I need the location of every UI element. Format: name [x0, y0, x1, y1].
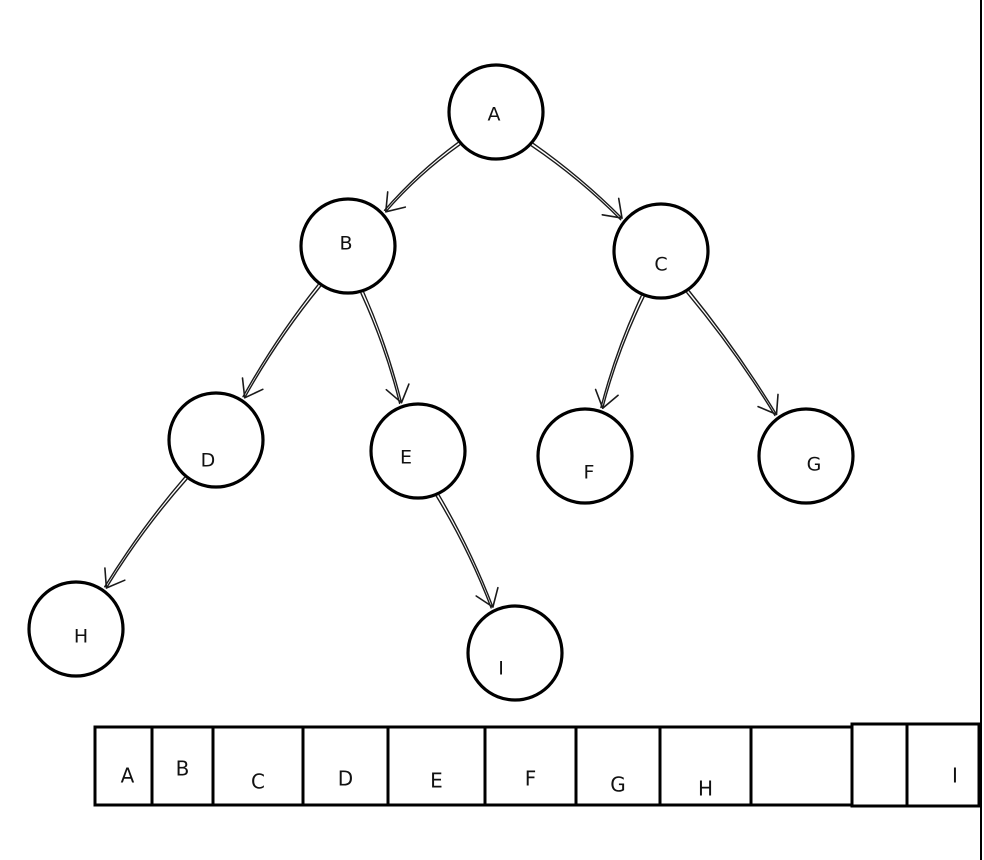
node-label: B	[339, 233, 352, 255]
node-label: D	[201, 450, 216, 472]
arrowhead-icon	[385, 383, 410, 404]
array-cell-1: B	[150, 725, 215, 807]
array-storage: A B C D E F G H I	[93, 722, 981, 808]
arrowhead-icon	[601, 197, 623, 219]
array-cell-0: A	[93, 725, 154, 807]
tree-node-a: A	[447, 63, 545, 161]
arrowhead-icon	[385, 191, 407, 213]
tree-node-e: E	[369, 402, 467, 500]
array-cell-label: H	[698, 777, 713, 801]
arrowhead-icon	[104, 567, 126, 589]
array-cell-box	[850, 722, 909, 808]
edges-layer	[104, 142, 779, 609]
array-cell-4: E	[386, 725, 487, 807]
array-cell-8	[749, 725, 854, 807]
node-label: A	[488, 104, 501, 126]
arrowhead-icon	[757, 393, 779, 416]
node-circle	[299, 197, 397, 295]
nodes-layer: A B C D E F G H I	[27, 63, 855, 702]
arrowhead-icon	[241, 377, 264, 399]
array-cell-7: H	[658, 725, 753, 807]
array-cell-10: I	[905, 722, 981, 808]
node-label: H	[74, 626, 88, 648]
node-label: E	[400, 447, 412, 469]
array-cell-label: I	[952, 764, 958, 788]
edge-b-e	[360, 291, 410, 405]
array-cell-2: C	[211, 725, 305, 807]
tree-node-i: I	[466, 604, 564, 702]
array-cell-label: A	[121, 764, 135, 788]
array-cell-9	[850, 722, 909, 808]
edge-a-c	[530, 142, 623, 221]
node-circle	[536, 407, 634, 505]
array-cell-box	[574, 725, 662, 807]
node-circle	[369, 402, 467, 500]
array-cell-box	[211, 725, 305, 807]
edge-a-b	[383, 142, 461, 213]
array-cell-box	[905, 722, 981, 808]
node-label: C	[654, 254, 667, 276]
node-label: F	[584, 462, 595, 484]
array-cell-box	[93, 725, 154, 807]
tree-node-f: F	[536, 407, 634, 505]
edge-c-f	[594, 295, 645, 409]
arrowhead-icon	[475, 586, 499, 608]
array-cell-label: G	[610, 773, 626, 797]
array-cell-box	[658, 725, 753, 807]
array-cell-label: B	[176, 757, 190, 781]
tree-node-b: B	[299, 197, 397, 295]
tree-node-h: H	[27, 580, 125, 678]
array-cell-label: F	[525, 767, 537, 791]
tree-node-g: G	[757, 407, 855, 505]
array-cell-6: G	[574, 725, 662, 807]
tree-node-c: C	[612, 202, 710, 300]
node-circle	[447, 63, 545, 161]
array-cell-box	[483, 725, 578, 807]
edge-d-h	[104, 476, 188, 589]
array-cell-box	[749, 725, 854, 807]
array-cell-label: D	[338, 767, 353, 791]
array-cell-5: F	[483, 725, 578, 807]
node-circle	[167, 391, 265, 489]
node-circle	[27, 580, 125, 678]
tree-node-d: D	[167, 391, 265, 489]
edge-c-g	[686, 290, 779, 417]
edge-e-i	[435, 494, 499, 609]
node-circle	[612, 202, 710, 300]
node-label: I	[498, 658, 504, 680]
node-label: G	[807, 454, 822, 476]
node-circle	[757, 407, 855, 505]
array-cell-box	[386, 725, 487, 807]
arrowhead-icon	[594, 388, 619, 409]
node-circle	[466, 604, 564, 702]
array-cell-label: C	[251, 770, 265, 794]
array-cell-3: D	[301, 725, 390, 807]
edge-b-d	[241, 284, 322, 399]
array-cell-label: E	[430, 769, 443, 793]
